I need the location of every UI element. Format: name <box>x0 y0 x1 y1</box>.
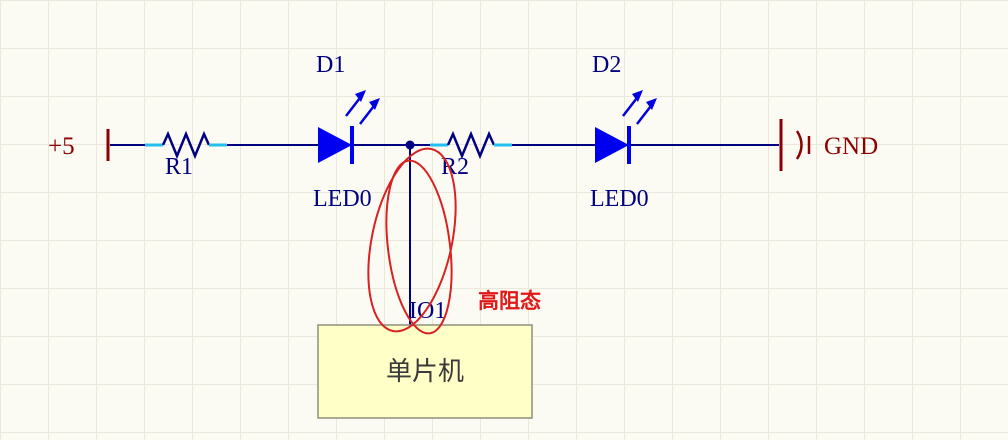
led-d1: D1 LED0 <box>313 52 380 212</box>
power-net-label: +5 <box>48 133 75 160</box>
resistor-zigzag-icon <box>446 130 496 160</box>
annotation-text: 高阻态 <box>478 289 541 313</box>
led-emission-arrowhead <box>355 90 366 102</box>
led-emission-arrowhead <box>369 98 380 110</box>
diode-triangle-icon <box>318 127 352 163</box>
mcu-name-label: 单片机 <box>386 357 464 386</box>
io-pin-label: IO1 <box>409 298 446 324</box>
power-port-gnd: GND <box>779 119 878 171</box>
gnd-net-label: GND <box>824 133 878 160</box>
diode-triangle-icon <box>595 127 629 163</box>
wire-net <box>110 140 779 325</box>
gnd-arc-icon <box>795 130 803 160</box>
wire-junction-dot <box>405 140 415 150</box>
led-d1-designator: D1 <box>316 52 345 78</box>
led-d2-designator: D2 <box>592 52 621 78</box>
led-d1-part-number: LED0 <box>313 186 372 212</box>
led-d2-part-number: LED0 <box>590 186 649 212</box>
mcu-block: 单片机 IO1 <box>317 298 533 419</box>
power-port-plus5: +5 <box>48 129 110 161</box>
annotation-ellipse-icon <box>385 159 453 335</box>
led-emission-arrowhead <box>632 90 643 102</box>
annotation-highlight: 高阻态 <box>367 147 541 335</box>
resistor-r1: R1 <box>145 130 227 180</box>
led-emission-arrowhead <box>646 98 657 110</box>
resistor-r1-designator: R1 <box>165 154 193 180</box>
led-d2: D2 LED0 <box>590 52 657 212</box>
mcu-box <box>317 324 533 419</box>
resistor-zigzag-icon <box>161 130 211 160</box>
